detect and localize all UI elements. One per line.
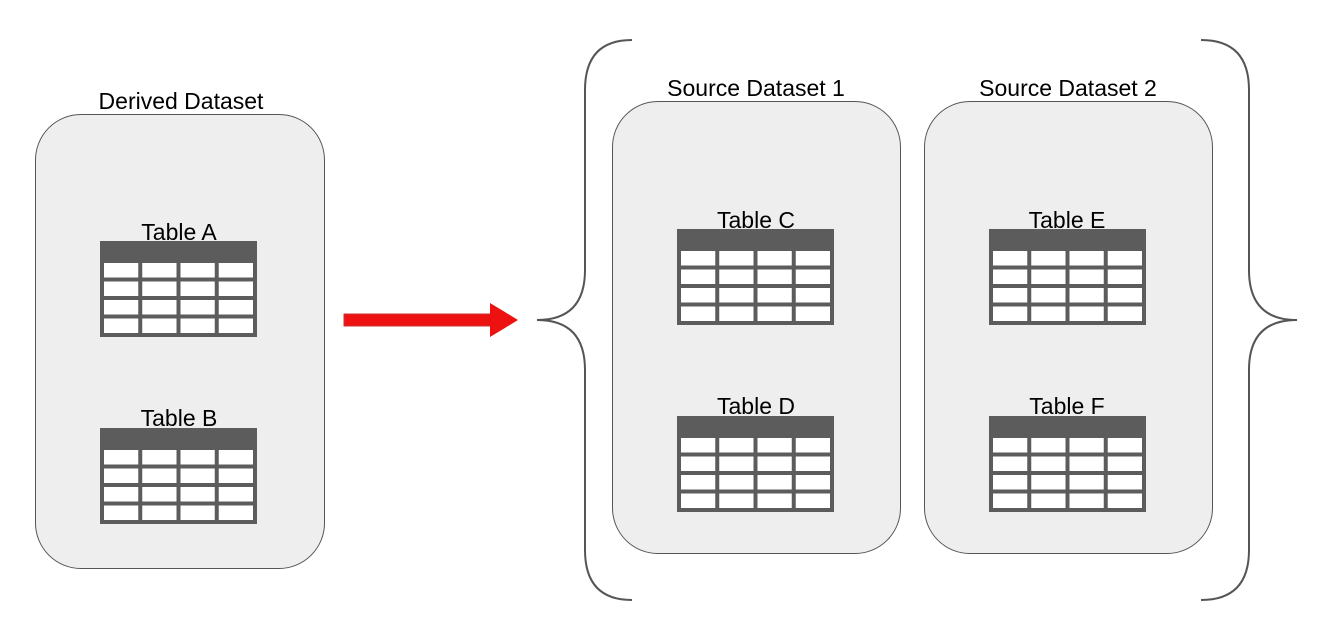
table-e-label: Table E [1028, 207, 1106, 233]
arrow-icon [343, 303, 518, 337]
right-brace-icon [1200, 39, 1298, 601]
source-dataset-2-title: Source Dataset 2 [979, 75, 1157, 101]
table-f-icon [989, 416, 1146, 512]
table-b-label: Table B [140, 405, 218, 431]
table-a-icon [100, 241, 257, 337]
table-d-label: Table D [717, 393, 795, 419]
table-b-icon [100, 428, 257, 524]
table-f-label: Table F [1029, 393, 1105, 419]
left-brace-icon [536, 39, 633, 601]
source-dataset-2-box [924, 101, 1213, 554]
table-a-label: Table A [141, 219, 217, 245]
table-c-icon [677, 229, 834, 325]
table-c-label: Table C [717, 207, 795, 233]
table-e-icon [989, 229, 1146, 325]
table-d-icon [677, 416, 834, 512]
source-dataset-1-title: Source Dataset 1 [667, 75, 845, 101]
derived-dataset-title: Derived Dataset [98, 88, 264, 114]
